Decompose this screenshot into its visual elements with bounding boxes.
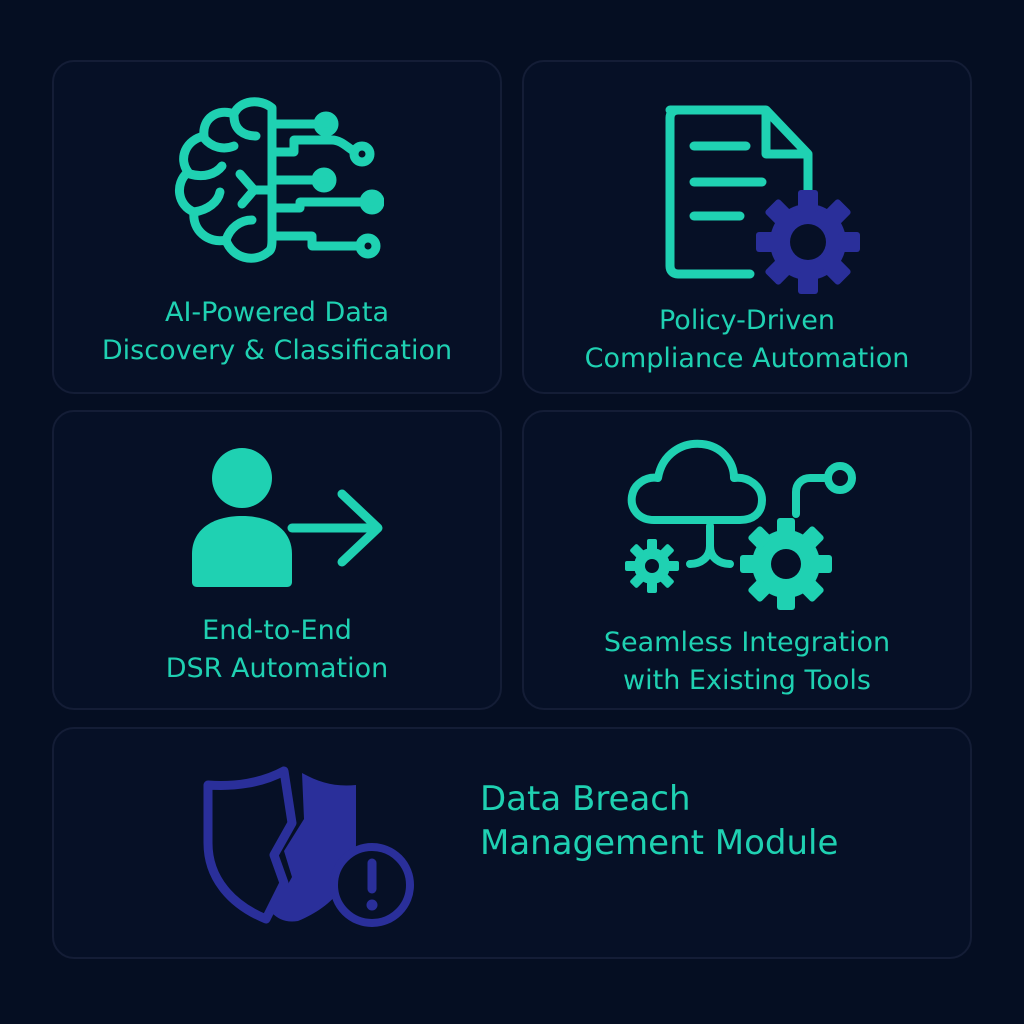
document-gear-icon <box>665 105 860 294</box>
feature-title: Data Breach Management Module <box>480 779 839 863</box>
feature-card-breach-management: Data Breach Management Module <box>52 727 972 959</box>
feature-title: Seamless Integration with Existing Tools <box>603 627 891 696</box>
feature-title: End-to-End DSR Automation <box>165 615 389 684</box>
broken-shield-alert-icon <box>203 766 414 927</box>
feature-card-dsr-automation: End-to-End DSR Automation <box>52 410 502 710</box>
feature-title: AI-Powered Data Discovery & Classificati… <box>101 297 453 366</box>
cloud-gears-integration-icon <box>625 439 856 610</box>
feature-title: Policy-Driven Compliance Automation <box>584 305 910 374</box>
feature-card-ai-discovery: AI-Powered Data Discovery & Classificati… <box>52 60 502 394</box>
feature-card-integration: Seamless Integration with Existing Tools <box>522 410 972 710</box>
feature-card-policy-compliance: Policy-Driven Compliance Automation <box>522 60 972 394</box>
user-arrow-icon <box>192 448 383 587</box>
brain-circuit-icon <box>175 97 384 263</box>
